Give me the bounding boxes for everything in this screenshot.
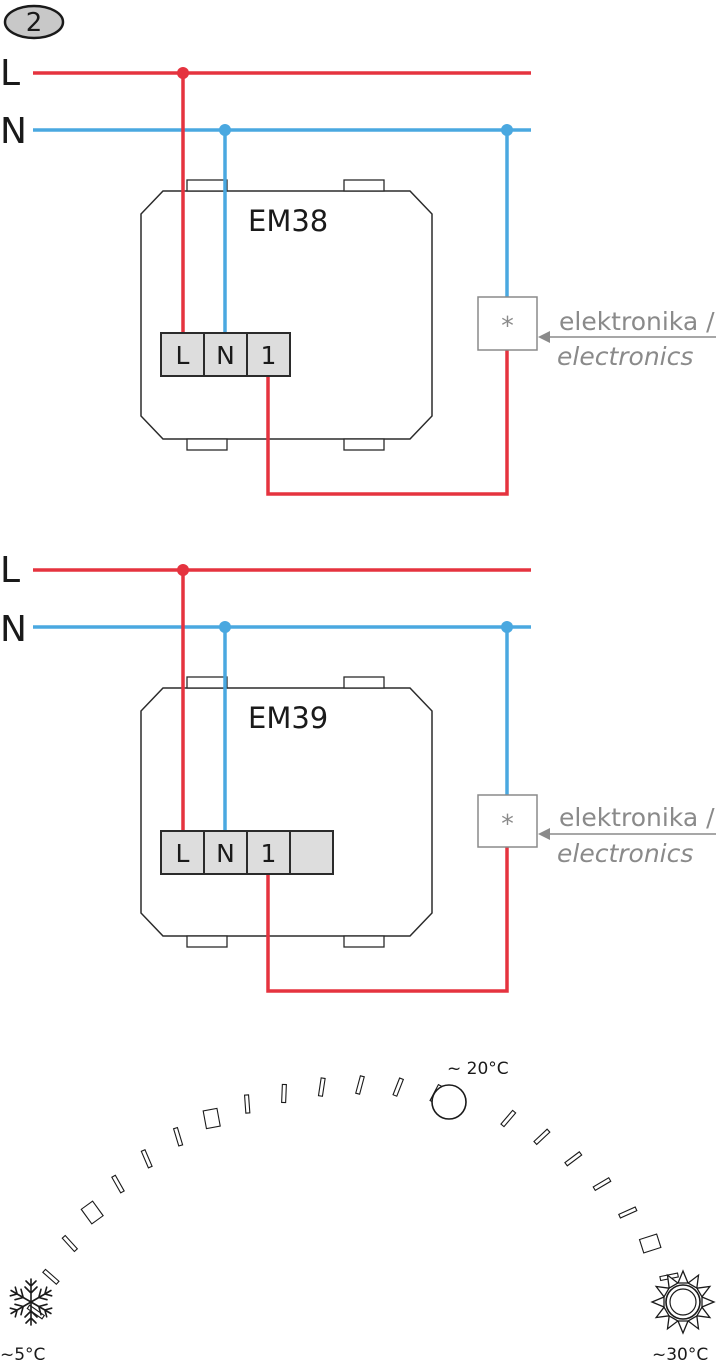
sun-ray bbox=[687, 1273, 700, 1290]
sun-ray bbox=[654, 1306, 671, 1319]
switched-output-wire bbox=[266, 847, 509, 993]
electronics-label-en: electronics bbox=[557, 342, 693, 371]
step-number: 2 bbox=[26, 8, 43, 38]
temp-min-label: ~5°C bbox=[0, 1345, 45, 1364]
dial-tick bbox=[111, 1174, 125, 1194]
junction-dot bbox=[501, 621, 513, 633]
dial-tick bbox=[355, 1075, 365, 1095]
step-badge: 2 bbox=[3, 4, 65, 40]
sun-ray bbox=[677, 1269, 689, 1284]
electronics-box: * bbox=[477, 296, 538, 351]
model-label: EM38 bbox=[248, 204, 328, 238]
electronics-box: * bbox=[477, 794, 538, 848]
sun-ray bbox=[666, 1273, 679, 1290]
dial-tick bbox=[500, 1109, 517, 1128]
mount-clip bbox=[186, 676, 228, 689]
snowflake-arm bbox=[30, 1301, 53, 1318]
terminal-label: 1 bbox=[261, 839, 277, 868]
live-line-label: L bbox=[0, 53, 20, 94]
dial-tick bbox=[172, 1126, 184, 1147]
mount-clip bbox=[186, 935, 228, 948]
terminal-L bbox=[160, 830, 205, 875]
terminal-label: N bbox=[216, 341, 235, 370]
electronics-marker: * bbox=[501, 311, 514, 340]
circle-icon bbox=[431, 1084, 467, 1120]
electronics-marker: * bbox=[501, 809, 514, 838]
junction-dot bbox=[177, 67, 189, 79]
neutral-line-label: N bbox=[0, 609, 27, 650]
dial-tick bbox=[533, 1128, 551, 1146]
dial-ticks bbox=[26, 1075, 694, 1320]
terminal-N bbox=[203, 332, 248, 377]
sun-ray bbox=[650, 1296, 665, 1308]
mount-clip bbox=[343, 179, 385, 192]
snowflake-arm bbox=[9, 1286, 32, 1303]
snowflake-arm bbox=[24, 1301, 38, 1326]
dial-square-mark bbox=[638, 1233, 662, 1254]
dial-tick bbox=[140, 1149, 153, 1169]
terminal-block: L N 1 bbox=[160, 830, 334, 875]
dial-tick bbox=[61, 1234, 79, 1253]
junction-dot bbox=[219, 124, 231, 136]
sun-ray bbox=[695, 1306, 712, 1319]
electronics-label: elektronika / bbox=[559, 307, 715, 336]
snowflake-arm bbox=[9, 1301, 32, 1318]
sun-ray bbox=[687, 1314, 700, 1331]
electronics-label: elektronika / bbox=[559, 803, 715, 832]
mount-clip bbox=[343, 676, 385, 689]
temp-mid-label: ~ 20°C bbox=[447, 1059, 509, 1079]
dial-tick bbox=[592, 1177, 612, 1192]
terminal-label: L bbox=[176, 341, 190, 370]
sun-ray bbox=[666, 1314, 679, 1331]
terminal-N bbox=[203, 830, 248, 875]
terminal-block: L N 1 bbox=[160, 332, 291, 377]
dial-square-mark bbox=[80, 1200, 104, 1225]
junction-dot bbox=[219, 621, 231, 633]
sun-ray bbox=[695, 1285, 712, 1298]
junction-dot bbox=[501, 124, 513, 136]
dial-tick bbox=[392, 1077, 405, 1097]
terminal-label: N bbox=[216, 839, 235, 868]
temp-max-label: ~30°C bbox=[652, 1345, 708, 1364]
neutral-line-label: N bbox=[0, 111, 27, 152]
terminal-label: L bbox=[176, 839, 190, 868]
electronics-arrow bbox=[538, 828, 716, 840]
diagram-em39: L N EM39 L N 1 * bbox=[0, 550, 716, 993]
mount-clip bbox=[186, 179, 228, 192]
dial-tick bbox=[243, 1094, 251, 1114]
diagram-em38: L N EM38 L N 1 bbox=[0, 53, 716, 496]
switched-output-wire bbox=[266, 350, 509, 496]
dial-square-mark bbox=[202, 1107, 221, 1130]
terminal-label: 1 bbox=[261, 341, 277, 370]
electronics-label-en: electronics bbox=[557, 839, 693, 868]
terminal-blank bbox=[289, 830, 334, 875]
mount-clip bbox=[186, 438, 228, 451]
live-line-label: L bbox=[0, 550, 20, 591]
snowflake-arm bbox=[24, 1278, 38, 1303]
sun-ray bbox=[677, 1320, 689, 1335]
electronics-arrow bbox=[538, 331, 716, 343]
dial-tick bbox=[42, 1268, 60, 1286]
model-label: EM39 bbox=[248, 701, 328, 735]
snowflake-arm bbox=[30, 1286, 53, 1303]
sun-ray bbox=[701, 1296, 716, 1308]
sun-ray bbox=[654, 1285, 671, 1298]
sun-icon bbox=[650, 1269, 716, 1335]
dial-tick bbox=[281, 1083, 287, 1104]
dial-tick bbox=[317, 1077, 326, 1097]
junction-dot bbox=[177, 564, 189, 576]
temperature-dial: ~5°C ~ 20°C ~30°C bbox=[0, 1059, 716, 1364]
dial-tick bbox=[564, 1151, 583, 1167]
mount-clip bbox=[343, 935, 385, 948]
dial-tick bbox=[618, 1206, 638, 1219]
terminal-1 bbox=[246, 332, 291, 377]
snowflake-icon bbox=[9, 1278, 53, 1326]
mount-clip bbox=[343, 438, 385, 451]
